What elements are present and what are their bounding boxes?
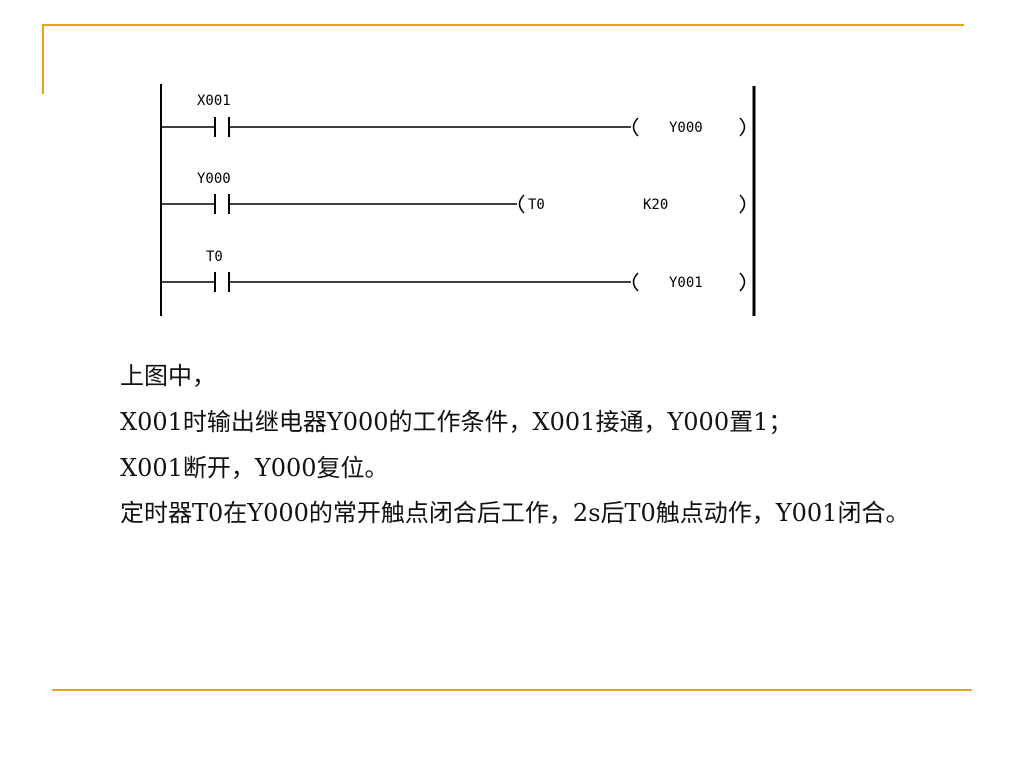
explanation-line: X001断开，Y000复位。 [120, 454, 389, 482]
ladder-diagram: X001 Y000 Y000 T0 K20 T0 Y001 [160, 84, 756, 316]
coil-close-bracket [739, 117, 746, 137]
timer-close-bracket [739, 194, 746, 214]
rung-2: Y000 T0 K20 [161, 171, 746, 214]
frame-top-rule [42, 24, 964, 26]
coil-label: Y001 [669, 275, 703, 291]
coil-open-bracket [632, 117, 639, 137]
contact-label: Y000 [197, 171, 231, 187]
explanation-line: 上图中， [120, 362, 216, 390]
contact-label: X001 [197, 93, 231, 109]
contact-label: T0 [206, 249, 223, 265]
explanation-line: X001时输出继电器Y000的工作条件，X001接通，Y000置1； [120, 408, 793, 436]
explanation-text: 上图中， X001时输出继电器Y000的工作条件，X001接通，Y000置1； … [120, 360, 1000, 542]
frame-left-rule [42, 24, 44, 94]
coil-label: Y000 [669, 120, 703, 136]
coil-open-bracket [632, 272, 639, 292]
rung-1: X001 Y000 [161, 93, 746, 137]
timer-label: T0 [528, 197, 545, 213]
timer-open-bracket [518, 194, 525, 214]
coil-close-bracket [739, 272, 746, 292]
timer-setting: K20 [643, 197, 668, 213]
explanation-line: 定时器T0在Y000的常开触点闭合后工作，2s后T0触点动作，Y001闭合。 [120, 499, 910, 527]
rung-3: T0 Y001 [161, 249, 746, 292]
frame-bottom-rule [52, 689, 972, 691]
